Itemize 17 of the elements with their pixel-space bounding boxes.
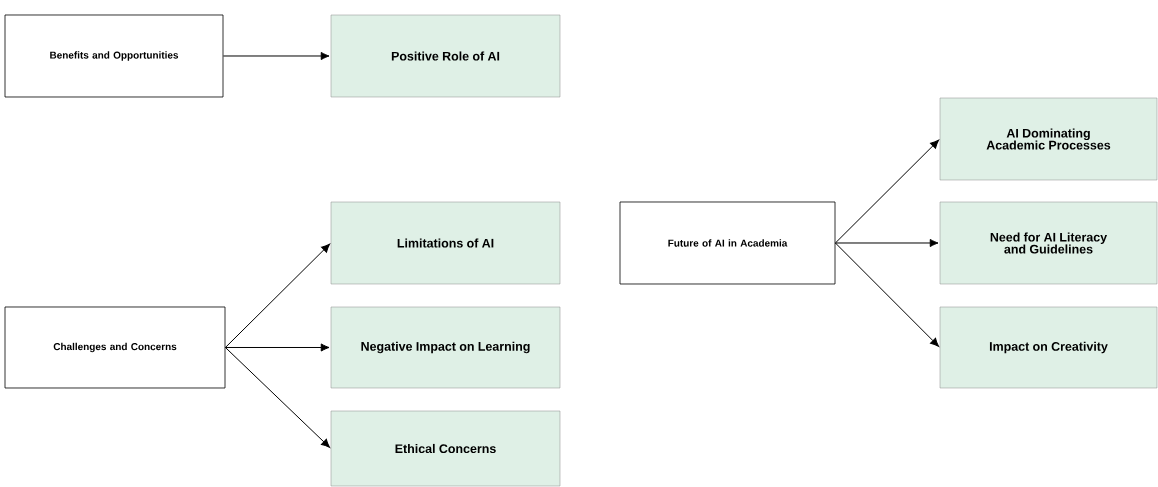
- arrow: [224, 243, 330, 348]
- topic-box: Ethical Concerns: [330, 410, 561, 487]
- topic-box: Need for AI Literacy and Guidelines: [939, 201, 1158, 285]
- arrow: [222, 51, 330, 61]
- theme-box: Future of AI in Academia: [619, 201, 836, 285]
- topic-box: AI Dominating Academic Processes: [939, 97, 1158, 181]
- topic-box: Impact on Creativity: [939, 306, 1158, 389]
- arrow: [834, 139, 939, 244]
- topic-box: Limitations of AI: [330, 201, 561, 285]
- theme-box: Challenges and Concerns: [4, 306, 226, 389]
- arrow: [834, 238, 939, 248]
- arrow: [834, 242, 939, 347]
- topic-box: Positive Role of AI: [330, 14, 561, 98]
- topic-box: Negative Impact on Learning: [330, 306, 561, 389]
- arrow: [224, 343, 330, 352]
- arrow: [224, 347, 330, 448]
- theme-box: Benefits and Opportunities: [4, 14, 224, 98]
